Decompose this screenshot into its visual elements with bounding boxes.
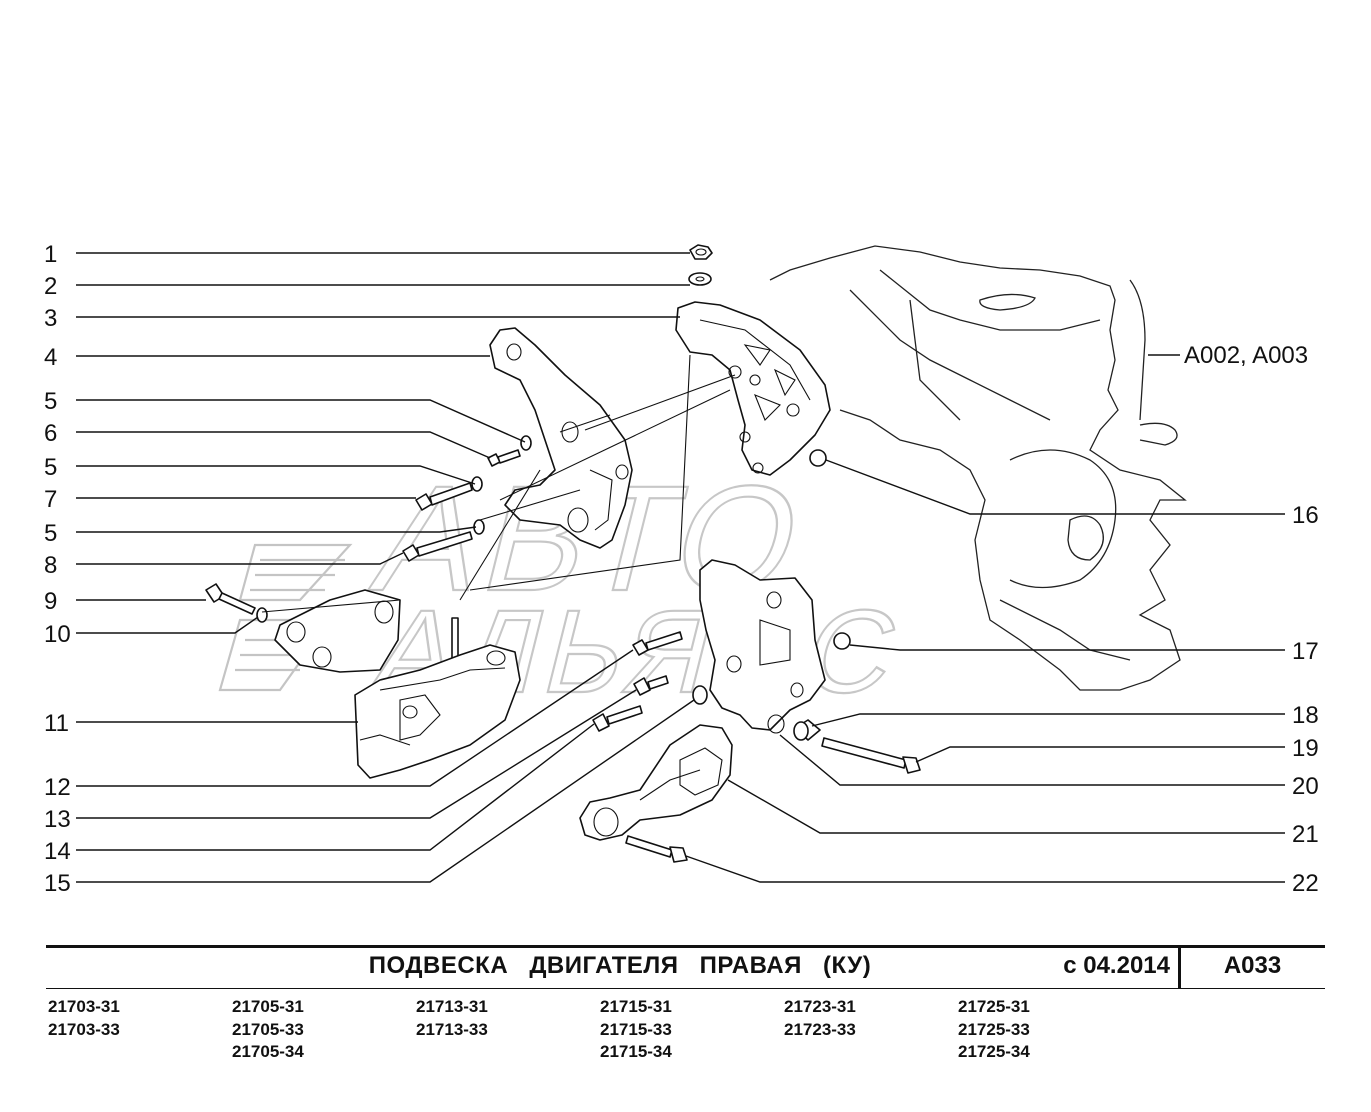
model-column-2: 21705-31 21705-33 21705-34 <box>232 996 304 1064</box>
sheet-title: ПОДВЕСКА ДВИГАТЕЛЯ ПРАВАЯ (КУ) <box>368 952 872 979</box>
callout-7: 7 <box>44 486 57 513</box>
callouts-left: 1 2 3 4 5 6 5 7 5 8 9 10 11 12 13 14 15 <box>44 241 71 897</box>
part-bolt-12 <box>632 631 683 656</box>
part-torque-rod-21 <box>579 724 733 841</box>
callout-6: 6 <box>44 420 57 447</box>
sheet-date: с 04.2014 <box>1063 952 1170 979</box>
callout-15: 15 <box>44 870 71 897</box>
part-bracket-3 <box>675 301 831 476</box>
model-code: 21705-34 <box>232 1042 304 1061</box>
part-bush-16 <box>809 449 827 467</box>
model-column-4: 21715-31 21715-33 21715-34 <box>600 996 672 1064</box>
callout-5b: 5 <box>44 454 57 481</box>
model-code: 21715-34 <box>600 1042 672 1061</box>
model-code: 21725-31 <box>958 997 1030 1016</box>
model-column-1: 21703-31 21703-33 <box>48 996 120 1041</box>
part-washer-10 <box>256 607 268 623</box>
callout-8: 8 <box>44 552 57 579</box>
part-nut-1 <box>689 244 713 260</box>
leader-lines-left <box>76 252 695 883</box>
part-bolt-14 <box>592 705 643 732</box>
part-bolt-22 <box>625 835 688 863</box>
callout-4: 4 <box>44 344 57 371</box>
model-code: 21705-33 <box>232 1019 304 1039</box>
model-column-5: 21723-31 21723-33 <box>784 996 856 1041</box>
model-column-6: 21725-31 21725-33 21725-34 <box>958 996 1030 1064</box>
title-block-separator <box>1178 946 1181 988</box>
part-bolt-9 <box>205 583 256 615</box>
model-code: 21705-31 <box>232 997 304 1016</box>
part-spacer-18 <box>793 719 821 741</box>
assembly-trace-lines <box>261 354 736 613</box>
part-support-bracket <box>274 589 401 673</box>
engine-block-outline <box>769 245 1187 691</box>
title-block-bottom-rule <box>46 988 1325 989</box>
callout-20: 20 <box>1292 773 1319 800</box>
leader-lines-right <box>685 354 1285 883</box>
callout-19: 19 <box>1292 735 1319 762</box>
model-code: 21703-33 <box>48 1019 120 1039</box>
callout-21: 21 <box>1292 821 1319 848</box>
reference-label: A002, A003 <box>1184 342 1308 369</box>
model-code: 21713-31 <box>416 997 488 1016</box>
callout-5a: 5 <box>44 388 57 415</box>
part-engine-mount-11 <box>354 617 521 779</box>
callout-9: 9 <box>44 588 57 615</box>
callout-2: 2 <box>44 273 57 300</box>
part-washer-5a <box>520 435 532 451</box>
callout-10: 10 <box>44 621 71 648</box>
part-bush-17 <box>833 632 851 650</box>
title-block-top-rule <box>46 945 1325 948</box>
part-bolt-7 <box>415 482 473 511</box>
model-code: 21713-33 <box>416 1019 488 1039</box>
callout-18: 18 <box>1292 702 1319 729</box>
callout-16: 16 <box>1292 502 1319 529</box>
callout-3: 3 <box>44 305 57 332</box>
model-code: 21723-31 <box>784 997 856 1016</box>
part-bolt-8 <box>402 531 473 562</box>
part-bolt-13 <box>633 675 669 696</box>
part-bolt-6 <box>487 449 521 467</box>
callout-11: 11 <box>44 710 69 737</box>
model-code: 21725-33 <box>958 1019 1030 1039</box>
callout-1: 1 <box>44 241 57 268</box>
part-washer-5b <box>471 476 483 492</box>
callout-14: 14 <box>44 838 71 865</box>
model-code: 21715-31 <box>600 997 672 1016</box>
callout-12: 12 <box>44 774 71 801</box>
model-code: 21703-31 <box>48 997 120 1016</box>
model-code: 21725-34 <box>958 1042 1030 1061</box>
callout-5c: 5 <box>44 520 57 547</box>
part-washer-15 <box>692 685 708 705</box>
part-lower-bracket <box>699 559 826 734</box>
model-code: 21723-33 <box>784 1019 856 1039</box>
model-column-3: 21713-31 21713-33 <box>416 996 488 1041</box>
callouts-right: A002, A003 16 17 18 19 20 21 22 <box>1184 342 1319 897</box>
callout-13: 13 <box>44 806 71 833</box>
model-code: 21715-33 <box>600 1019 672 1039</box>
part-washer-2 <box>688 272 712 286</box>
callout-22: 22 <box>1292 870 1319 897</box>
sheet-code: A033 <box>1223 952 1282 979</box>
callout-17: 17 <box>1292 638 1319 665</box>
part-bolt-19 <box>821 737 921 774</box>
